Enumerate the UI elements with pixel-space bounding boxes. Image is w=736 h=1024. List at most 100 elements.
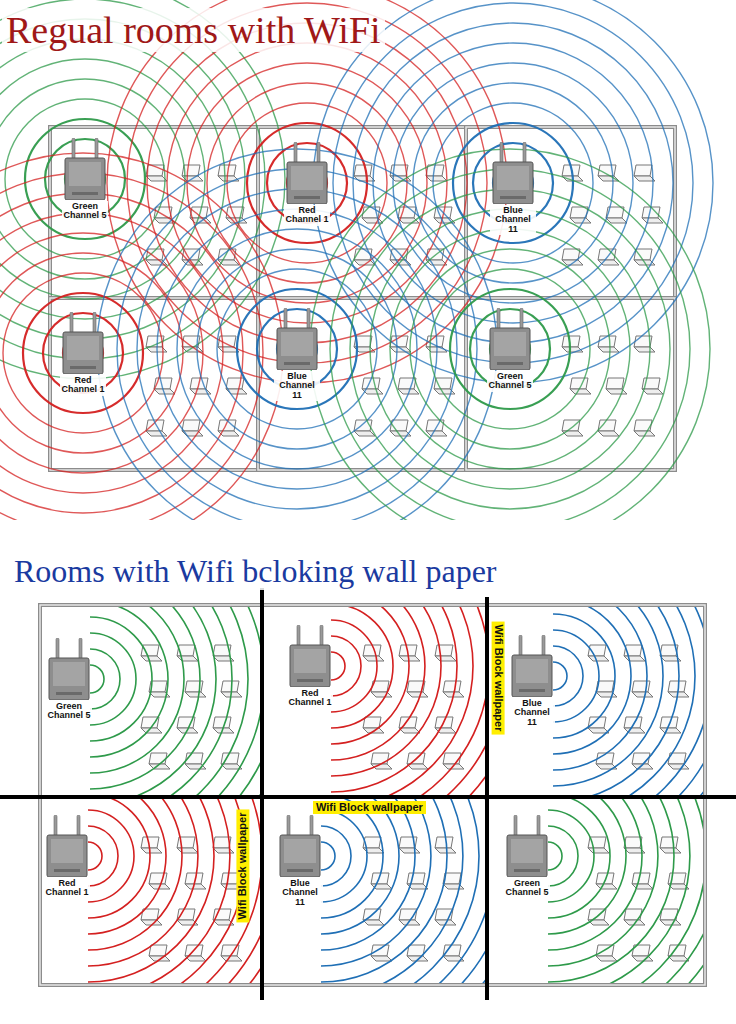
room-wall bbox=[40, 797, 262, 985]
wallpaper-label: Wifi Block wallpaper bbox=[491, 622, 504, 735]
signal-arc bbox=[331, 607, 485, 795]
channel-label: Green Channel 5 bbox=[46, 701, 92, 722]
access-point: Blue Channel 11 bbox=[275, 815, 325, 911]
laptop-icon bbox=[363, 909, 384, 925]
signal-arc bbox=[88, 799, 260, 983]
laptop-icon bbox=[146, 249, 167, 265]
access-point: Red Channel 1 bbox=[285, 625, 335, 711]
signal-arc bbox=[548, 810, 594, 902]
signal-arc bbox=[331, 607, 485, 795]
room-wall-inner bbox=[40, 797, 262, 985]
channel-label: Red Channel 1 bbox=[284, 205, 330, 226]
laptop-icon bbox=[624, 717, 645, 733]
signal-ring bbox=[23, 293, 143, 413]
signal-arc bbox=[90, 665, 104, 693]
signal-ring bbox=[157, 209, 437, 489]
signal-arc bbox=[321, 799, 399, 934]
access-point: Red Channel 1 bbox=[282, 142, 332, 228]
signal-arc bbox=[321, 799, 383, 918]
channel-label: Green Channel 5 bbox=[487, 371, 533, 392]
signal-arc bbox=[321, 810, 367, 902]
laptop-icon bbox=[660, 837, 681, 853]
signal-arc bbox=[548, 799, 626, 934]
router-device bbox=[272, 308, 322, 370]
laptop-icon bbox=[407, 753, 428, 769]
router-device bbox=[502, 815, 552, 877]
signal-ring bbox=[0, 79, 185, 279]
signal-arc bbox=[548, 799, 610, 918]
channel-label: Green Channel 5 bbox=[504, 878, 550, 899]
signal-arc bbox=[90, 633, 136, 725]
channel-label: Red Channel 1 bbox=[287, 688, 333, 709]
signal-arc bbox=[321, 799, 447, 982]
router-device bbox=[42, 815, 92, 877]
signal-circles bbox=[0, 0, 713, 520]
section-title: Rooms with Wifi bcloking wall paper bbox=[10, 553, 501, 590]
divider-line bbox=[0, 795, 736, 799]
laptop-icon bbox=[399, 717, 420, 733]
access-point: Blue Channel 11 bbox=[272, 308, 322, 404]
signal-arc bbox=[90, 607, 260, 795]
signal-ring bbox=[310, 149, 710, 520]
signal-arc bbox=[88, 799, 230, 983]
router-device bbox=[275, 815, 325, 877]
laptop-icon bbox=[562, 420, 583, 436]
signal-ring bbox=[433, 103, 593, 263]
signal-arc bbox=[331, 607, 485, 795]
signal-arc bbox=[321, 799, 479, 983]
signal-arc bbox=[553, 607, 695, 795]
access-point: Red Channel 1 bbox=[42, 815, 92, 901]
router-device bbox=[60, 138, 110, 200]
signal-arc bbox=[321, 799, 415, 950]
signal-ring bbox=[117, 169, 477, 520]
signal-ring bbox=[353, 23, 673, 343]
room-wall-inner bbox=[40, 605, 262, 797]
signal-arc bbox=[321, 799, 485, 983]
signal-ring bbox=[0, 153, 283, 520]
signal-arc bbox=[553, 607, 631, 754]
signal-arc bbox=[88, 799, 246, 983]
signal-arc bbox=[548, 799, 674, 982]
room-wall-inner bbox=[466, 298, 675, 470]
signal-arc bbox=[548, 799, 703, 983]
signal-arc bbox=[553, 607, 703, 795]
signal-arc bbox=[553, 607, 647, 770]
laptop-icon bbox=[598, 336, 619, 352]
signal-ring bbox=[390, 229, 630, 469]
signal-arc bbox=[90, 607, 200, 789]
access-point: Blue Channel 11 bbox=[507, 635, 557, 731]
channel-label: Red Channel 1 bbox=[60, 375, 106, 396]
laptop-icon bbox=[149, 945, 170, 961]
signal-arc bbox=[553, 662, 567, 690]
signal-arc bbox=[90, 607, 260, 795]
router-device bbox=[285, 625, 335, 687]
signal-arc bbox=[331, 607, 485, 795]
signal-ring bbox=[490, 329, 530, 369]
signal-arc bbox=[90, 607, 232, 795]
signal-ring bbox=[97, 149, 497, 520]
signal-arc bbox=[553, 607, 703, 795]
channel-label: Green Channel 5 bbox=[62, 201, 108, 222]
laptop-icon bbox=[185, 753, 206, 769]
channel-label: Blue Channel 11 bbox=[274, 371, 320, 401]
signal-arc bbox=[90, 607, 260, 795]
router-device bbox=[507, 635, 557, 697]
signal-ring bbox=[0, 233, 203, 473]
signal-arc bbox=[331, 607, 393, 728]
signal-ring bbox=[373, 43, 653, 323]
signal-ring bbox=[493, 163, 533, 203]
signal-ring bbox=[450, 289, 570, 409]
room-wall-inner bbox=[466, 127, 675, 298]
signal-ring bbox=[5, 99, 165, 259]
signal-arc bbox=[331, 636, 361, 696]
signal-arc bbox=[331, 607, 485, 795]
laptop-icon bbox=[141, 717, 162, 733]
signal-arc bbox=[553, 630, 599, 722]
signal-arc bbox=[90, 617, 152, 741]
signal-arc bbox=[553, 607, 703, 795]
signal-arc bbox=[88, 799, 166, 934]
signal-ring bbox=[63, 333, 103, 373]
channel-label: Red Channel 1 bbox=[44, 878, 90, 899]
signal-ring bbox=[0, 213, 223, 493]
laptop-icon bbox=[213, 837, 234, 853]
